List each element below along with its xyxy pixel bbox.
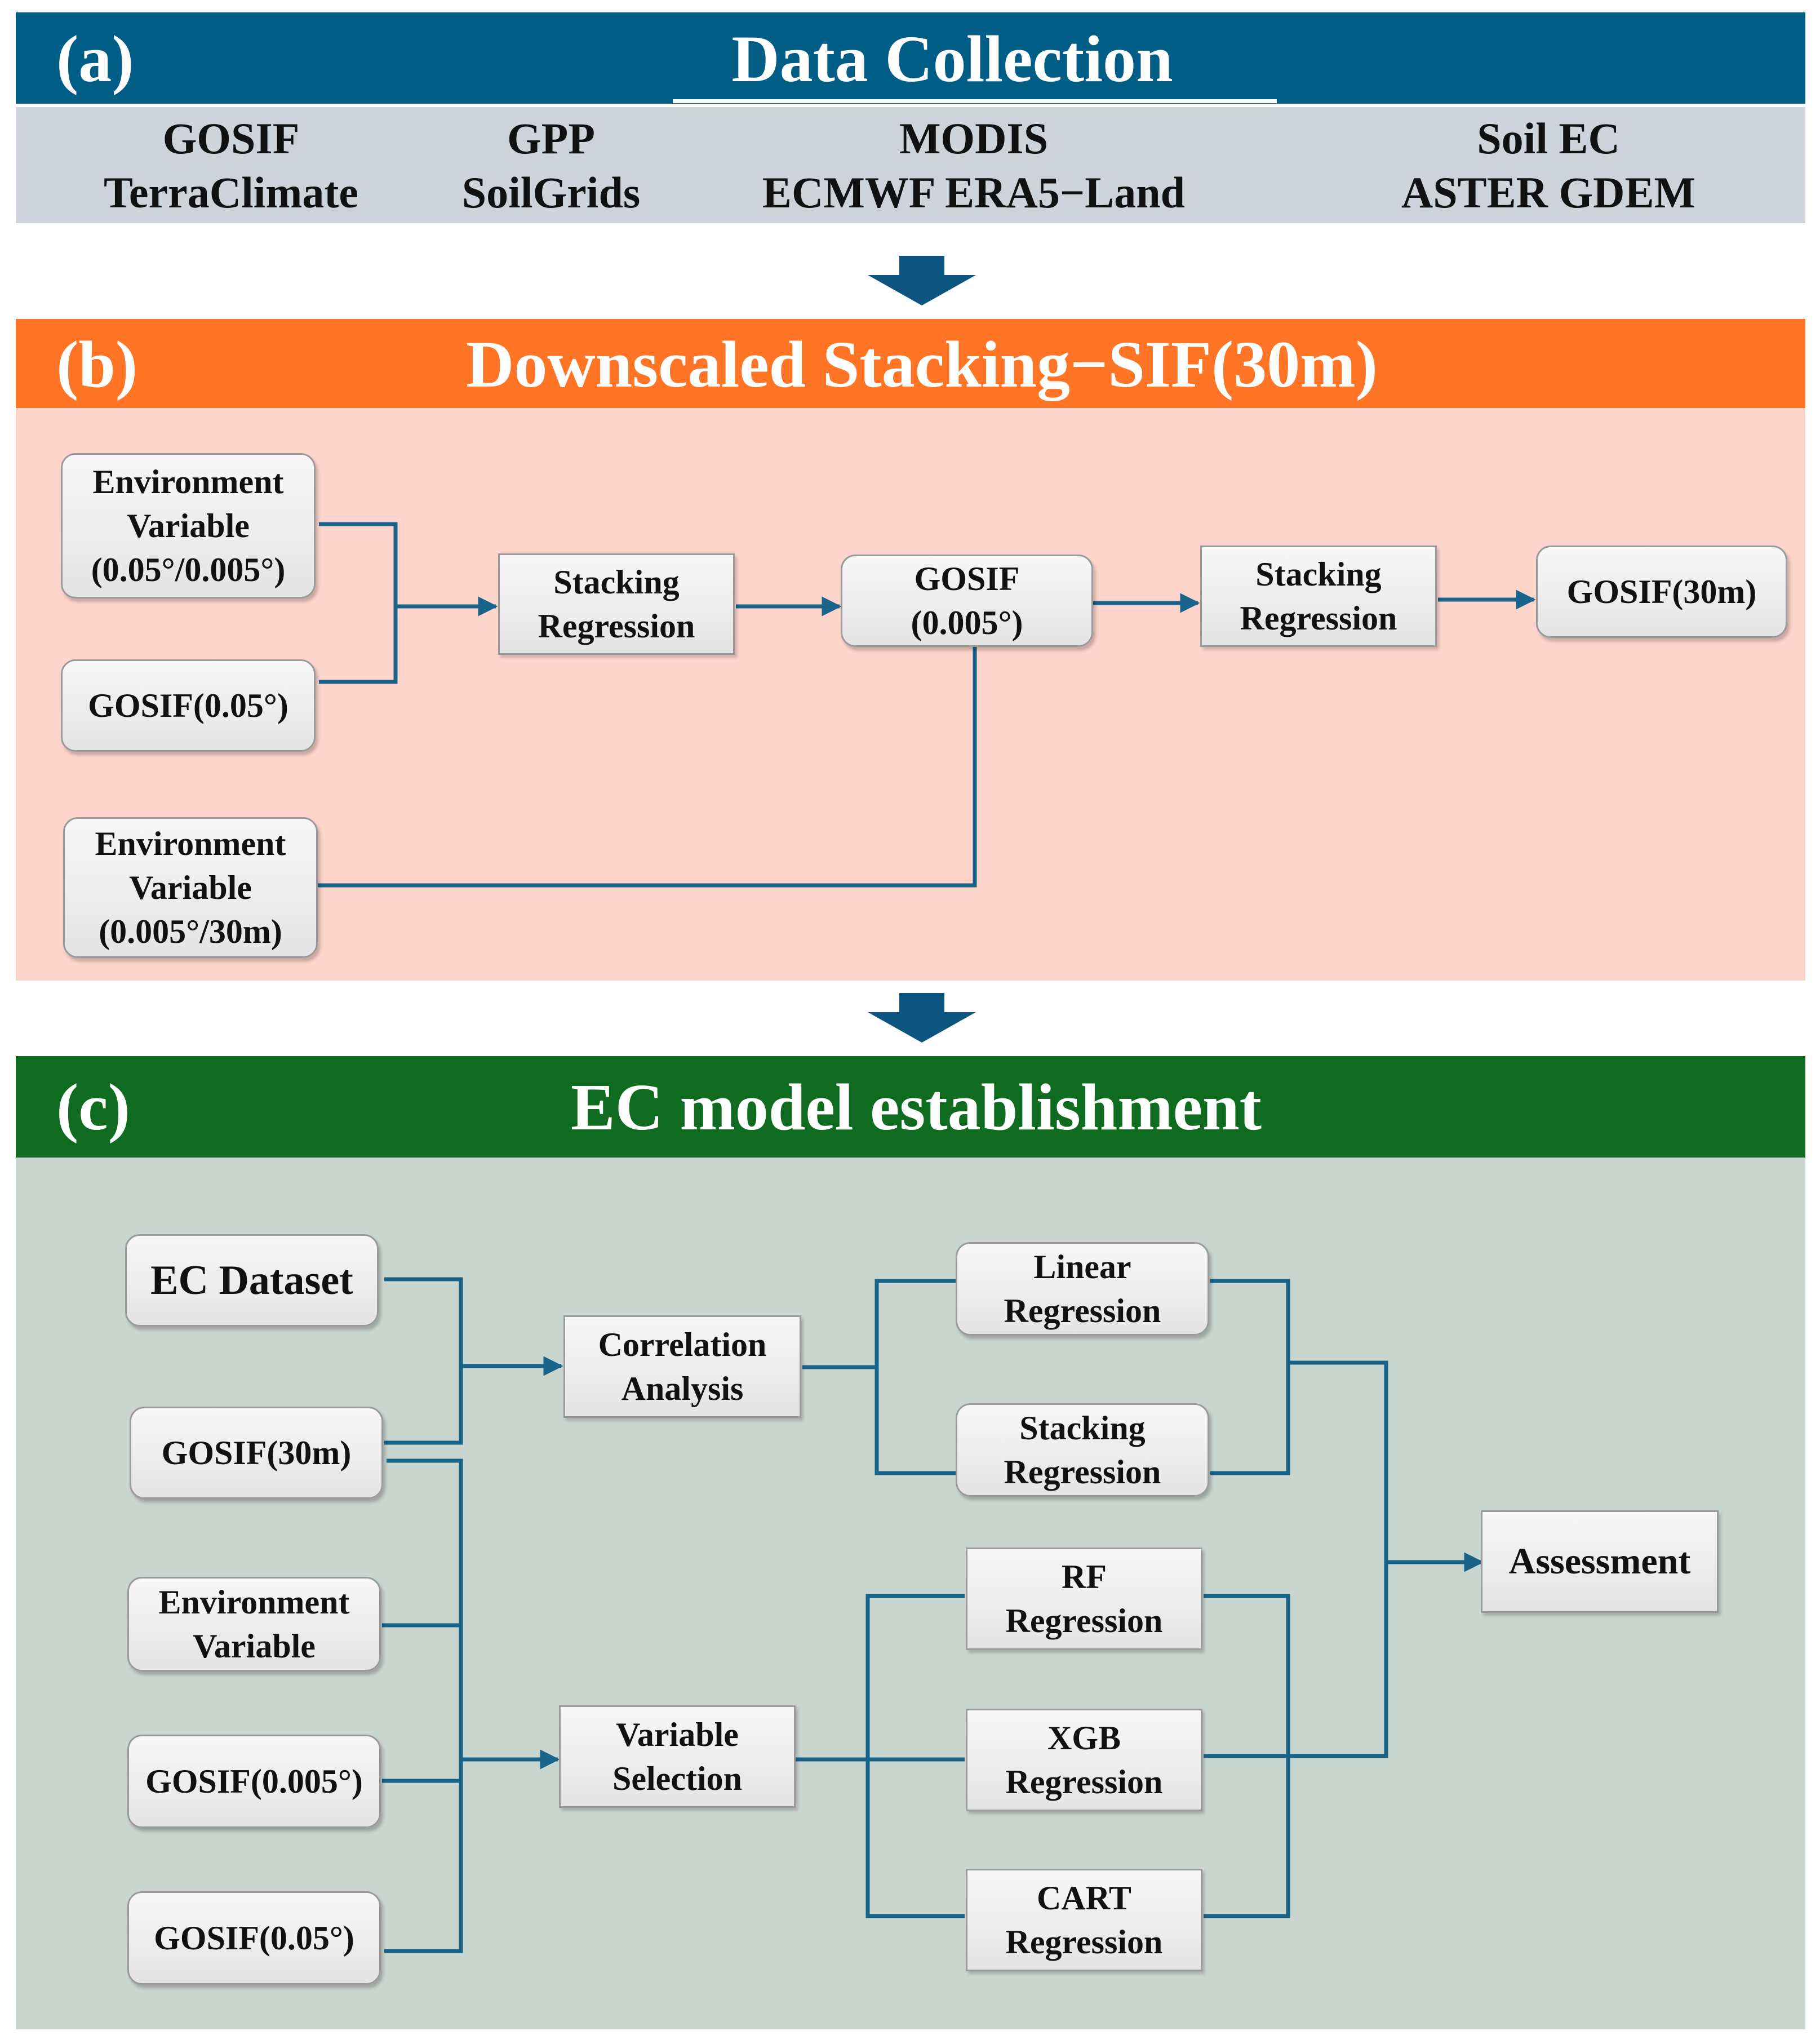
- node-text: (0.005°): [911, 604, 1023, 641]
- gosif-005-input-node: GOSIF(0.05°): [127, 1891, 381, 1985]
- node-text: Regression: [1005, 1923, 1163, 1961]
- node-text: GOSIF(0.005°): [145, 1763, 363, 1800]
- assessment-node: Assessment: [1481, 1510, 1719, 1613]
- node-text: Variable: [193, 1628, 316, 1665]
- cart-regression-node: CART Regression: [966, 1869, 1202, 1971]
- node-text: Variable: [129, 869, 252, 906]
- data-collection-title: Data Collection: [731, 22, 1173, 96]
- node-text: Stacking: [1255, 556, 1382, 593]
- connector-line: [1204, 1360, 1388, 1758]
- source-soil-ec: Soil EC: [1477, 114, 1620, 163]
- node-text: Correlation: [598, 1326, 767, 1363]
- gosif-30m-output-node: GOSIF(30m): [1536, 546, 1787, 638]
- source-modis: MODIS: [899, 114, 1049, 163]
- node-text: (0.005°/30m): [99, 913, 282, 950]
- data-sources-band: GOSIF TerraClimate GPP SoilGrids MODIS E…: [16, 107, 1805, 223]
- node-text: Variable: [616, 1716, 739, 1753]
- node-text: Analysis: [621, 1370, 744, 1407]
- ec-model-header: (c) EC model establishment: [16, 1056, 1805, 1158]
- node-text: Environment: [92, 463, 284, 500]
- node-text: Regression: [1240, 600, 1397, 637]
- connector-line: [317, 647, 977, 888]
- node-text: Regression: [1005, 1763, 1163, 1801]
- node-text: GOSIF(30m): [1566, 573, 1757, 610]
- node-text: GOSIF(30m): [161, 1434, 352, 1471]
- source-aster-gdem: ASTER GDEM: [1401, 168, 1696, 217]
- node-text: Regression: [1004, 1292, 1161, 1329]
- node-text: GOSIF(0.05°): [88, 687, 288, 724]
- gosif-0005-input-node: GOSIF(0.005°): [127, 1735, 381, 1828]
- node-text: Variable: [127, 507, 250, 544]
- source-column: MODIS ECMWF ERA5−Land: [731, 112, 1216, 220]
- ec-dataset-node: EC Dataset: [125, 1234, 379, 1327]
- data-collection-header: (a) Data Collection: [16, 12, 1805, 104]
- node-text: Environment: [158, 1584, 350, 1621]
- rf-regression-node: RF Regression: [966, 1548, 1202, 1650]
- node-text: GOSIF: [914, 560, 1020, 597]
- node-text: Selection: [612, 1760, 742, 1797]
- section-letter-b: (b): [56, 327, 138, 401]
- flow-down-arrow: [868, 256, 976, 305]
- node-text: XGB: [1047, 1719, 1121, 1757]
- source-terraclimate: TerraClimate: [104, 168, 358, 217]
- connector-line: [319, 522, 398, 684]
- source-column: GOSIF TerraClimate: [62, 112, 400, 220]
- node-text: CART: [1037, 1879, 1131, 1917]
- source-soilgrids: SoilGrids: [461, 168, 641, 217]
- connector-line: [865, 1594, 965, 1918]
- node-text: Stacking: [1019, 1409, 1146, 1447]
- source-column: Soil EC ASTER GDEM: [1368, 112, 1729, 220]
- node-text: EC Dataset: [150, 1257, 353, 1303]
- gosif-30m-node: GOSIF(30m): [130, 1407, 383, 1499]
- downscaling-header: (b) Downscaled Stacking−SIF(30m): [16, 319, 1805, 408]
- node-text: Stacking: [553, 564, 680, 601]
- node-text: Regression: [1005, 1602, 1163, 1639]
- ec-model-title: EC model establishment: [571, 1070, 1262, 1144]
- node-text: RF: [1062, 1558, 1107, 1595]
- node-text: Assessment: [1508, 1541, 1691, 1582]
- node-text: Regression: [1004, 1453, 1161, 1491]
- connector-line: [1210, 1279, 1290, 1475]
- xgb-regression-node: XGB Regression: [966, 1709, 1202, 1811]
- section-letter-c: (c): [56, 1070, 130, 1144]
- gosif-0005-node: GOSIF (0.005°): [841, 555, 1093, 647]
- source-gosif: GOSIF: [162, 114, 300, 163]
- flow-down-arrow: [868, 993, 976, 1043]
- node-text: Linear: [1033, 1248, 1131, 1285]
- connector-line: [384, 1277, 463, 1445]
- node-text: (0.05°/0.005°): [91, 551, 286, 588]
- node-text: Regression: [538, 608, 695, 645]
- node-text: GOSIF(0.05°): [154, 1919, 354, 1957]
- source-gpp: GPP: [507, 114, 595, 163]
- source-column: GPP SoilGrids: [416, 112, 686, 220]
- title-underline: [673, 99, 1277, 103]
- downscaling-title: Downscaled Stacking−SIF(30m): [466, 327, 1378, 401]
- source-era5-land: ECMWF ERA5−Land: [762, 168, 1186, 217]
- node-text: Environment: [95, 825, 286, 862]
- connector-line: [875, 1279, 957, 1475]
- gosif-005-node: GOSIF(0.05°): [61, 659, 316, 752]
- connector-line: [384, 1458, 463, 1953]
- section-letter-a: (a): [56, 22, 134, 96]
